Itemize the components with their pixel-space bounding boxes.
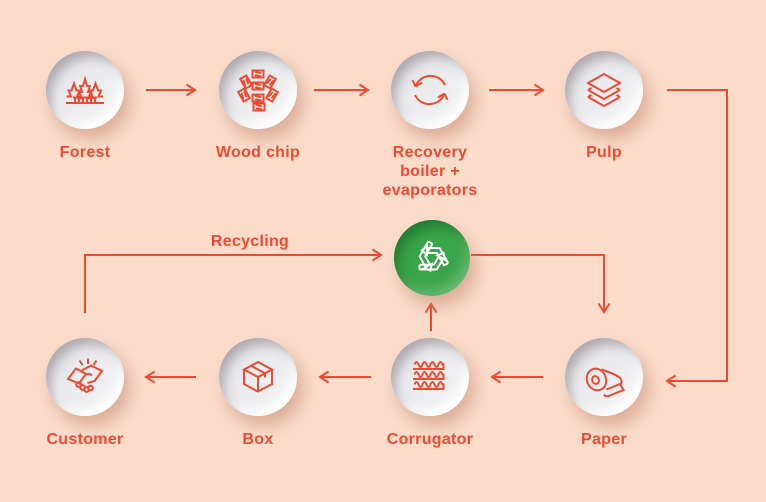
customer-label: Customer [46, 431, 124, 448]
arrow-customer-to-recycle [84, 248, 383, 313]
recovery-label: Recovery boiler + evaporators [382, 144, 478, 199]
forest-label: Forest [59, 144, 111, 161]
box-icon [241, 360, 275, 393]
arrow-corrugator-to-box [318, 370, 371, 384]
node-recovery-boiler: Recovery boiler + evaporators [365, 51, 495, 200]
corrugator-label: Corrugator [386, 431, 474, 448]
box-label: Box [242, 431, 274, 448]
forest-circle [46, 51, 124, 129]
node-recycle-hub [367, 220, 497, 296]
recycle-icon [418, 240, 450, 272]
recycling-flow-label: Recycling [210, 233, 290, 250]
pulp-circle [565, 51, 643, 129]
corrugated-board-icon [413, 361, 445, 390]
arrow-recovery-to-pulp [489, 83, 545, 97]
recovery-circle [391, 51, 469, 129]
woodchip-label: Wood chip [215, 144, 301, 161]
node-corrugator: Corrugator [365, 338, 495, 449]
arrow-paper-to-corrugator [490, 370, 543, 384]
box-circle [219, 338, 297, 416]
node-pulp: Pulp [539, 51, 669, 162]
pulp-layers-icon [585, 72, 623, 108]
handshake-icon [66, 358, 104, 393]
cycle-arrows-icon [411, 74, 449, 106]
node-forest: Forest [20, 51, 150, 162]
forest-trees-icon [66, 75, 104, 104]
arrow-corrugator-to-recycle [424, 302, 438, 331]
arrow-forest-to-woodchip [146, 83, 197, 97]
paper-label: Paper [581, 431, 627, 448]
customer-circle [46, 338, 124, 416]
woodchip-circle [219, 51, 297, 129]
wood-chips-icon [236, 69, 280, 112]
arrow-box-to-customer [144, 370, 196, 384]
paper-roll-icon [585, 367, 625, 398]
node-woodchip: Wood chip [193, 51, 323, 162]
pulp-label: Pulp [586, 144, 622, 161]
arrow-recycle-to-paper [471, 254, 611, 314]
recycle-circle [394, 220, 470, 296]
node-customer: Customer [20, 338, 150, 449]
node-box: Box [193, 338, 323, 449]
corrugator-circle [391, 338, 469, 416]
arrow-woodchip-to-recovery [314, 83, 370, 97]
arrow-pulp-to-paper [665, 89, 728, 388]
node-paper: Paper [539, 338, 669, 449]
paper-circle [565, 338, 643, 416]
